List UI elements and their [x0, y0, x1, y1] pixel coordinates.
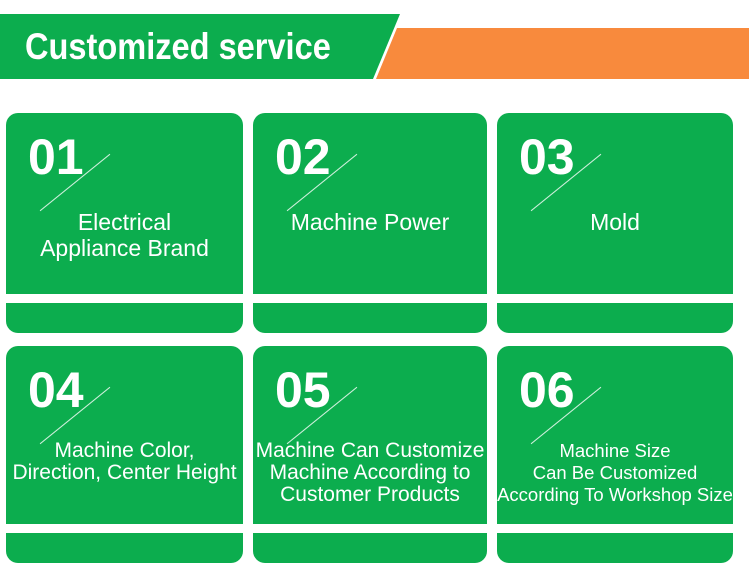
card-number: 03: [519, 129, 575, 185]
card-description: Machine Can Customize Machine According …: [253, 440, 487, 506]
card-footer-divider: [497, 524, 733, 533]
card-description-line: Machine Can Customize: [255, 439, 485, 462]
card-description-line: Machine Color,: [54, 439, 195, 462]
card-description-line: Electrical: [77, 209, 172, 235]
card-footer-divider: [253, 524, 487, 533]
card-footer-divider: [6, 524, 243, 533]
card-description: Machine Power: [253, 209, 487, 235]
service-card-03: 03 Mold: [497, 113, 733, 333]
page-title: Customized service: [25, 25, 331, 67]
card-number: 05: [275, 362, 331, 418]
card-description: Electrical Appliance Brand: [6, 209, 243, 261]
card-description-line: Machine According to: [269, 461, 471, 484]
card-number: 06: [519, 362, 575, 418]
card-description-line: Machine Size: [559, 440, 671, 461]
service-card-04: 04 Machine Color, Direction, Center Heig…: [6, 346, 243, 563]
card-number: 04: [28, 362, 84, 418]
card-description-line: Customer Products: [280, 483, 460, 506]
service-card-01: 01 Electrical Appliance Brand: [6, 113, 243, 333]
card-description-line: Can Be Customized: [532, 462, 698, 483]
card-description-line: Direction, Center Height: [12, 461, 237, 484]
header-orange-ribbon: [376, 28, 749, 79]
card-footer-divider: [253, 294, 487, 303]
card-description-line: Mold: [590, 209, 640, 235]
card-footer-divider: [497, 294, 733, 303]
header-green-ribbon: [0, 14, 400, 79]
card-description-line: Machine Power: [290, 209, 450, 235]
service-card-02: 02 Machine Power: [253, 113, 487, 333]
card-description-line: Appliance Brand: [40, 235, 209, 261]
card-description: Mold: [497, 209, 733, 235]
service-card-05: 05 Machine Can Customize Machine Accordi…: [253, 346, 487, 563]
header-banner: Customized service: [0, 0, 749, 80]
card-description-line: According To Workshop Size: [497, 484, 733, 505]
card-description: Machine Size Can Be Customized According…: [497, 440, 733, 506]
card-footer-divider: [6, 294, 243, 303]
service-card-06: 06 Machine Size Can Be Customized Accord…: [497, 346, 733, 563]
card-description: Machine Color, Direction, Center Height: [6, 440, 243, 484]
card-number: 02: [275, 129, 331, 185]
card-number: 01: [28, 129, 84, 185]
